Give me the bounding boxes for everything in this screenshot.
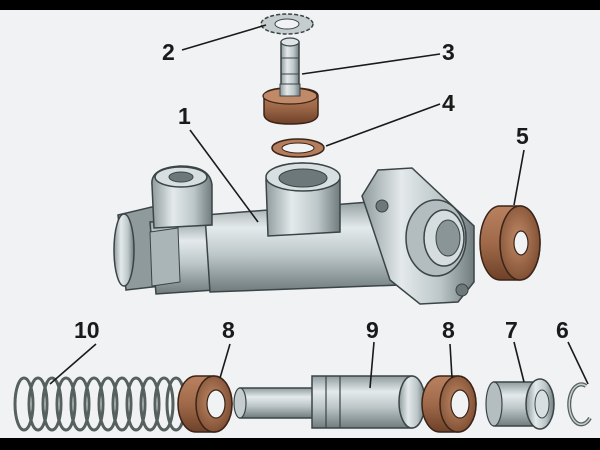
retaining-ring bbox=[567, 382, 592, 427]
callout-piston-cup-right: 8 bbox=[442, 317, 455, 343]
housing-body bbox=[113, 162, 475, 305]
callout-piston-cup-left: 8 bbox=[222, 317, 235, 343]
lock-washer bbox=[260, 13, 314, 35]
leader-lines bbox=[49, 24, 589, 389]
callout-end-seal: 5 bbox=[516, 123, 529, 149]
end-seal bbox=[479, 205, 541, 281]
callout-labels: 1 2 3 4 5 6 7 8 9 8 10 bbox=[74, 39, 569, 343]
callout-retaining-ring: 6 bbox=[556, 317, 569, 343]
piston-cup-left bbox=[177, 375, 233, 433]
inlet-fitting bbox=[262, 37, 319, 125]
callout-inlet-fitting: 3 bbox=[442, 39, 455, 65]
callout-return-spring: 10 bbox=[74, 317, 100, 343]
callout-piston: 9 bbox=[366, 317, 379, 343]
guide-bushing bbox=[485, 378, 555, 430]
callout-fitting-gasket: 4 bbox=[442, 90, 455, 116]
callout-housing: 1 bbox=[178, 103, 191, 129]
return-spring bbox=[13, 376, 187, 432]
fitting-gasket bbox=[271, 138, 325, 158]
piston bbox=[233, 375, 426, 429]
piston-cup-right bbox=[421, 375, 477, 433]
callout-guide-bushing: 7 bbox=[505, 317, 518, 343]
callout-lock-washer: 2 bbox=[162, 39, 175, 65]
